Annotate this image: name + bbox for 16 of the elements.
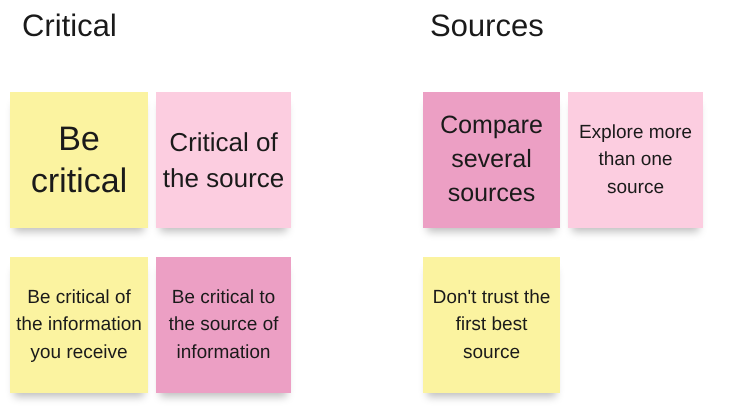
group-heading: Sources [430,8,544,44]
note-text: Be critical to the source of information [168,286,280,365]
group-heading: Critical [22,8,117,44]
note-text: Be critical of the information you receive [16,286,142,365]
sticky-note [423,92,560,228]
sticky-note [10,92,148,228]
note-text: Explore more than one source [578,120,693,200]
note-text: Don't trust the first best source [432,286,552,365]
sticky-note [10,257,148,393]
sticky-note [568,92,703,228]
note-text: Be critical [30,118,128,202]
sticky-note [156,257,291,393]
note-text: Critical of the source [162,126,285,195]
sticky-note [423,257,560,393]
note-text: Compare several sources [439,110,544,209]
sticky-note [156,92,291,228]
